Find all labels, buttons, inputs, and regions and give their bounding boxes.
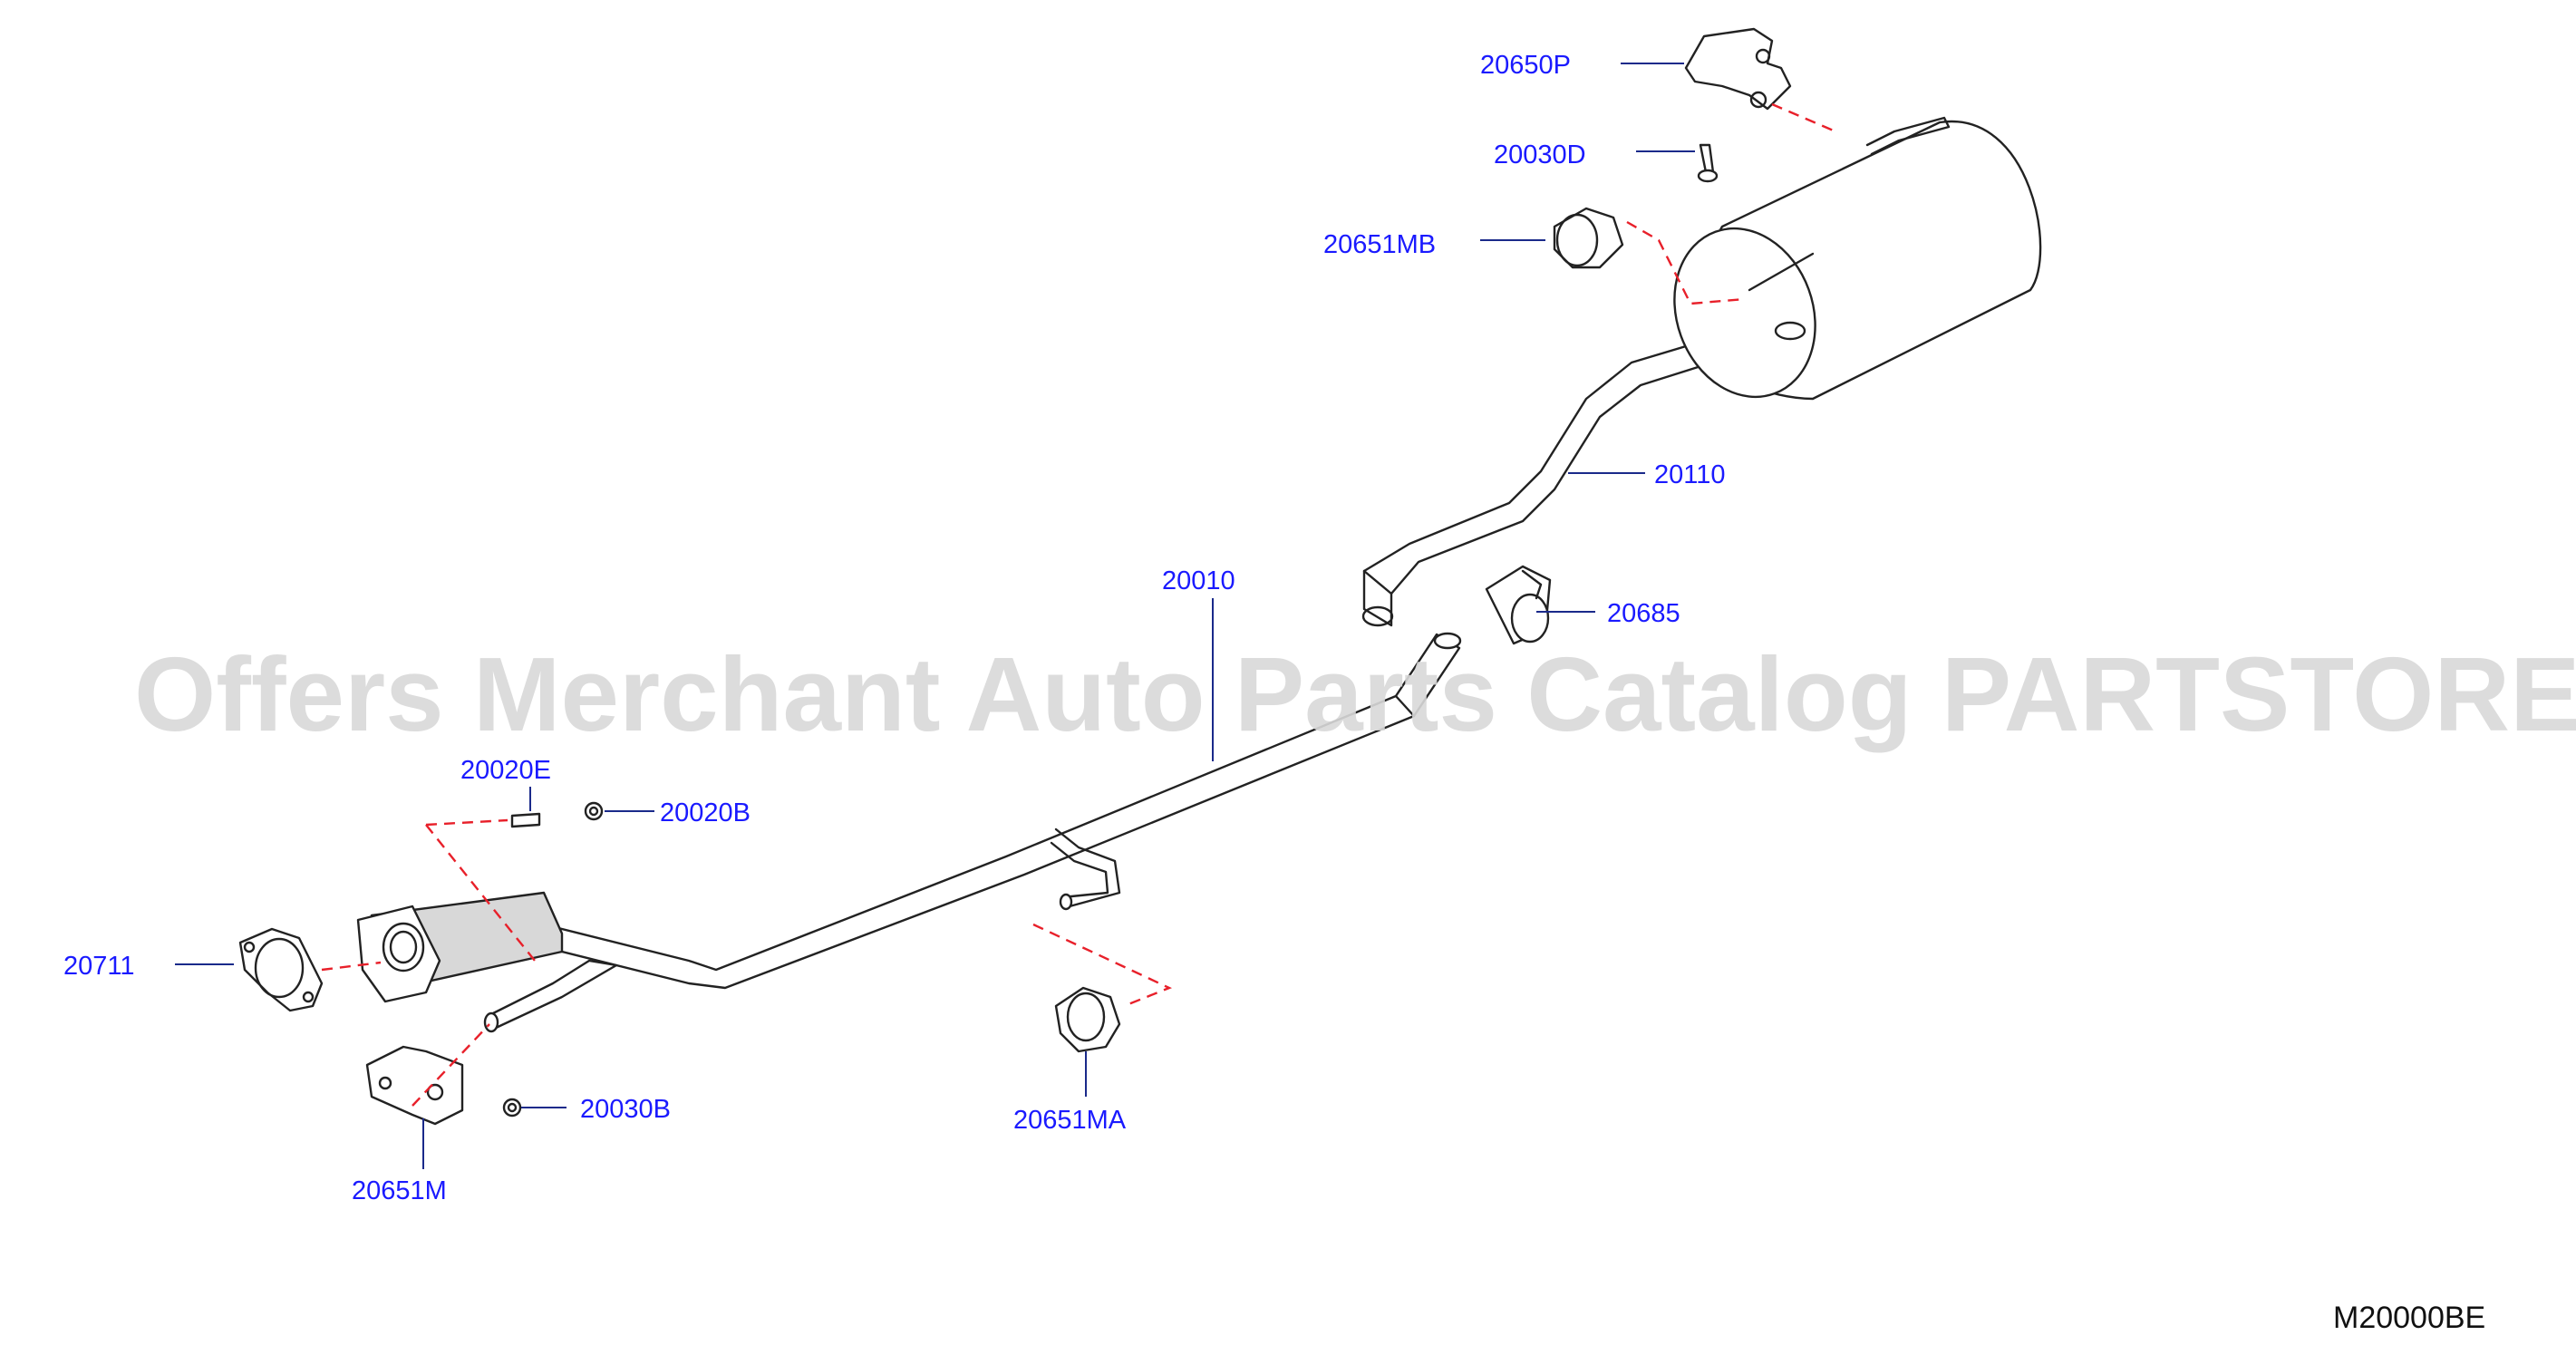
watermark-text: Offers Merchant Auto Parts Catalog PARTS… bbox=[134, 635, 2576, 753]
nut-20020B bbox=[584, 801, 604, 821]
bracket-20651M bbox=[365, 1045, 464, 1126]
part-label-20650P[interactable]: 20650P bbox=[1480, 51, 1571, 80]
leader-lines bbox=[175, 63, 1695, 1169]
part-label-20651MA[interactable]: 20651MA bbox=[1013, 1106, 1127, 1135]
part-label-20110[interactable]: 20110 bbox=[1654, 460, 1726, 489]
stud-20020E bbox=[510, 812, 541, 828]
rubber-mount-20651MB bbox=[1553, 207, 1624, 269]
part-label-20020E[interactable]: 20020E bbox=[460, 756, 551, 785]
part-label-20030B[interactable]: 20030B bbox=[580, 1095, 671, 1124]
clamp-20685 bbox=[1485, 565, 1552, 645]
part-label-20651MB[interactable]: 20651MB bbox=[1323, 230, 1436, 259]
rubber-mount-20651MA bbox=[1054, 986, 1121, 1053]
nut-20030B bbox=[502, 1098, 522, 1118]
gasket-20711 bbox=[238, 927, 324, 1012]
muffler bbox=[1673, 116, 2042, 401]
part-label-20711[interactable]: 20711 bbox=[63, 952, 135, 981]
part-label-20651M[interactable]: 20651M bbox=[352, 1176, 447, 1205]
part-label-20010[interactable]: 20010 bbox=[1162, 566, 1235, 595]
diagram-code: M20000BE bbox=[2333, 1301, 2485, 1335]
bolt-20030D bbox=[1697, 143, 1719, 183]
part-label-20685[interactable]: 20685 bbox=[1607, 599, 1680, 628]
part-label-20020B[interactable]: 20020B bbox=[660, 798, 751, 827]
connector-dashes bbox=[321, 102, 1836, 1107]
bracket-20650P bbox=[1684, 27, 1792, 111]
part-label-20030D[interactable]: 20030D bbox=[1494, 140, 1586, 169]
front-exhaust-tube-assembly bbox=[356, 632, 1462, 1033]
